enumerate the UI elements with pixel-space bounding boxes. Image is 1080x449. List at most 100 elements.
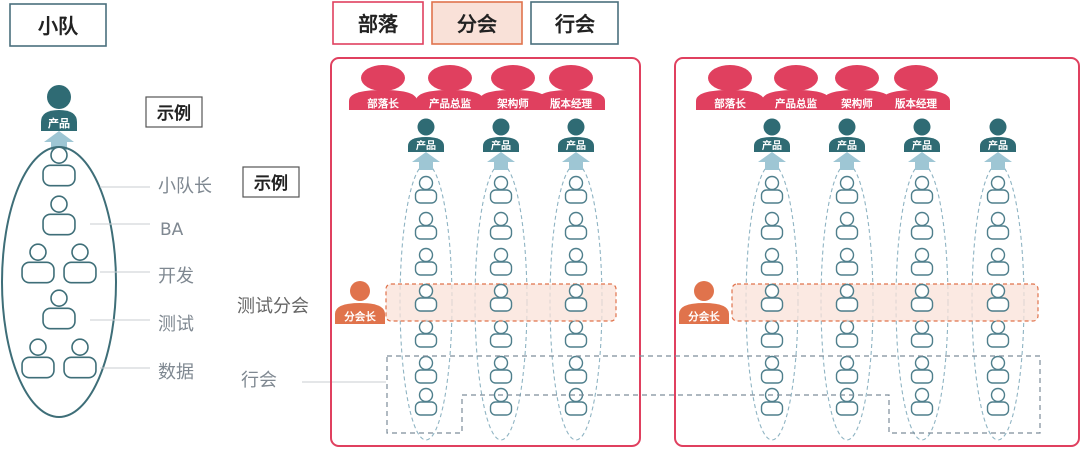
- squad-member-icon: [414, 211, 438, 240]
- legend-tribe: 部落: [332, 1, 424, 45]
- squad-member-icon: [986, 355, 1010, 384]
- chapter-head-icon: 分会长: [335, 281, 385, 324]
- squad-member-icon: [835, 175, 859, 204]
- developer-icon: [21, 243, 55, 284]
- tribe-lead-label: 版本经理: [895, 97, 937, 110]
- squad-member-icon: [564, 175, 588, 204]
- tribe-lead-icon: 架构师: [823, 65, 891, 110]
- squad-member-icon: [986, 211, 1010, 240]
- squad-member-icon: [760, 355, 784, 384]
- squad-member-icon: [986, 319, 1010, 348]
- tribe-lead-label: 产品总监: [775, 97, 817, 110]
- tribe-lead-icon: 产品总监: [762, 65, 830, 110]
- arrow-up-icon: [412, 152, 440, 170]
- squad-member-icon: [835, 211, 859, 240]
- squad-member-icon: [910, 247, 934, 276]
- arrow-up-icon: [562, 152, 590, 170]
- legend-guild-label: 行会: [554, 12, 595, 36]
- product-label: 产品: [566, 139, 586, 152]
- squad-arrow-icon: [44, 131, 74, 150]
- squad-member-icon: [564, 355, 588, 384]
- product-owner-icon: [417, 118, 435, 136]
- tribe-lead-label: 版本经理: [550, 97, 592, 110]
- chapter-band: [731, 283, 1039, 322]
- tribe-lead-label: 部落长: [714, 97, 746, 110]
- legend-chapter: 分会: [431, 1, 523, 45]
- arrow-up-icon: [984, 152, 1012, 170]
- squad-title-box: 小队: [9, 3, 107, 47]
- product-label: 产品: [912, 139, 932, 152]
- squad-role-ba: BA: [160, 220, 184, 240]
- test-chapter-label: 测试分会: [237, 296, 309, 317]
- tribe-squad-column: 产品: [549, 118, 603, 441]
- squad-role-leader: 小队长: [158, 176, 212, 197]
- tribe-lead-label: 架构师: [840, 97, 873, 110]
- tribe-squad-column: 产品: [745, 118, 799, 441]
- squad-member-icon: [835, 355, 859, 384]
- tribe-lead-icon: 部落长: [349, 65, 417, 110]
- squad-members: [21, 146, 97, 379]
- tribe-squad-column: 产品: [399, 118, 453, 441]
- product-label: 产品: [491, 139, 511, 152]
- squad-member-icon: [414, 247, 438, 276]
- squad-member-icon: [564, 247, 588, 276]
- squad-member-icon: [835, 319, 859, 348]
- product-owner-icon: [838, 118, 856, 136]
- product-label: 产品: [416, 139, 436, 152]
- guild-region: [386, 355, 1041, 434]
- tribe-lead-icon: 产品总监: [416, 65, 484, 110]
- data-analyst-icon: [63, 338, 97, 379]
- squad-member-icon: [489, 355, 513, 384]
- squad-member-icon: [489, 387, 513, 416]
- squad-member-icon: [910, 211, 934, 240]
- squad-member-icon: [835, 387, 859, 416]
- squad-product-label: 产品: [48, 116, 70, 130]
- tribe-2: 部落长产品总监架构师版本经理产品产品产品产品分会长: [674, 57, 1080, 447]
- squad-role-test: 测试: [158, 314, 194, 335]
- tribe-lead-label: 部落长: [367, 97, 399, 110]
- squad-member-icon: [910, 387, 934, 416]
- chapter-head-icon: 分会长: [679, 281, 729, 324]
- product-owner-icon: [567, 118, 585, 136]
- squad-role-dev: 开发: [158, 266, 194, 287]
- chapter-head-label: 分会长: [344, 310, 376, 323]
- product-label: 产品: [988, 139, 1008, 152]
- tribe-lead-icon: 架构师: [479, 65, 547, 110]
- tribe-lead-label: 架构师: [496, 97, 529, 110]
- squad-member-icon: [760, 175, 784, 204]
- tribes: 部落长产品总监架构师版本经理产品产品产品分会长部落长产品总监架构师版本经理产品产…: [330, 57, 1080, 447]
- legend-chapter-label: 分会: [457, 12, 497, 36]
- squad-member-icon: [760, 319, 784, 348]
- second-example-label-box: 示例: [242, 166, 300, 198]
- arrow-up-icon: [487, 152, 515, 170]
- squad-member-icon: [564, 319, 588, 348]
- squad-member-icon: [489, 175, 513, 204]
- ba-icon: [42, 195, 76, 236]
- tribe-boundary: [330, 57, 641, 447]
- squad-ellipse: [1, 146, 117, 418]
- developer-icon: [63, 243, 97, 284]
- squad-member-icon: [564, 211, 588, 240]
- tribe-squad-column: 产品: [474, 118, 528, 441]
- squad-member-icon: [835, 247, 859, 276]
- squad-member-icon: [489, 319, 513, 348]
- squad-member-icon: [414, 319, 438, 348]
- tribe-squad-column: 产品: [971, 118, 1025, 441]
- data-analyst-icon: [21, 338, 55, 379]
- squad-leader-icon: [42, 146, 76, 187]
- squad-member-icon: [564, 387, 588, 416]
- chapter-head-label: 分会长: [688, 310, 720, 323]
- squad-member-icon: [414, 387, 438, 416]
- squad-role-connectors: [90, 186, 150, 369]
- squad-product-owner: 产品: [41, 85, 77, 131]
- squad-member-icon: [414, 175, 438, 204]
- squad-member-icon: [910, 355, 934, 384]
- second-example-label: 示例: [254, 173, 288, 194]
- product-owner-icon: [492, 118, 510, 136]
- squad-title: 小队: [38, 14, 79, 38]
- squad-member-icon: [910, 175, 934, 204]
- tribe-lead-label: 产品总监: [429, 97, 471, 110]
- arrow-up-icon: [758, 152, 786, 170]
- tribe-squad-column: 产品: [820, 118, 874, 441]
- tribe-lead-icon: 部落长: [696, 65, 764, 110]
